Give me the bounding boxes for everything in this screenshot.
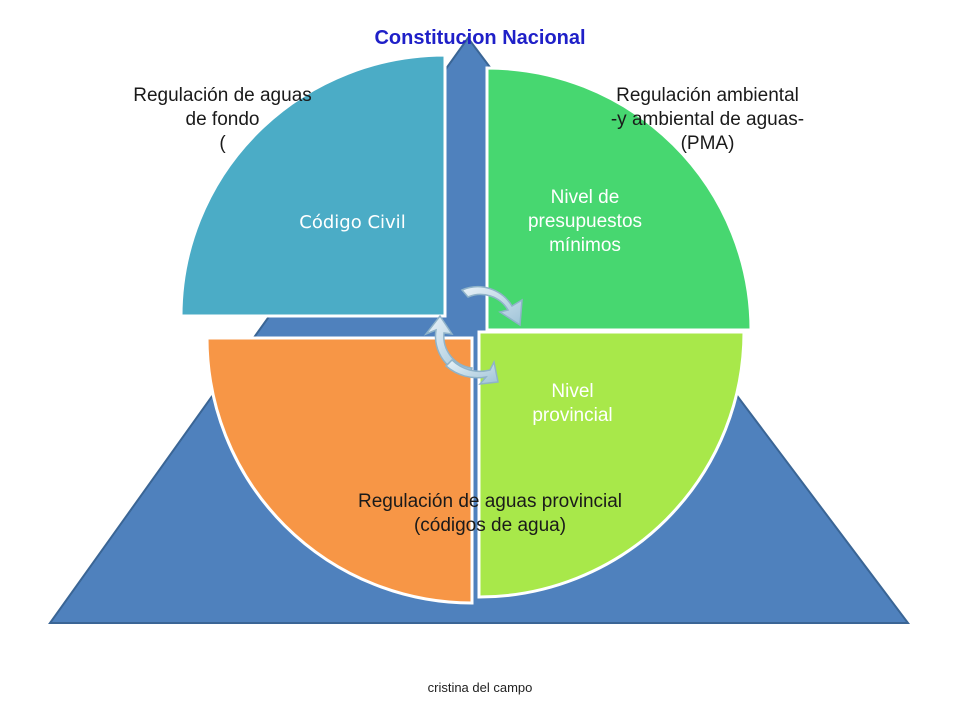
segment-orange [205,336,474,605]
segment-presupuestos-minimos [485,66,753,332]
footer-author: cristina del campo [427,680,533,695]
segment-label-codigo-civil: Código Civil [299,212,406,233]
annotation-bottom: Regulación de aguas provincial (códigos … [357,491,623,536]
annotation-top-left: Regulación de aguas de fondo ( [133,85,312,154]
annotation-top-right: Regulación ambiental -y ambiental de agu… [610,85,805,154]
segment-label-presupuestos-minimos: Nivel de presupuestos mínimos [527,187,643,256]
segment-codigo-civil [179,53,447,318]
cycle-arrow-icon [423,286,523,385]
diagram-title: Constitucion Nacional [374,27,586,49]
segment-provincial [477,330,746,599]
segment-label-provincial: Nivel provincial [532,381,613,426]
